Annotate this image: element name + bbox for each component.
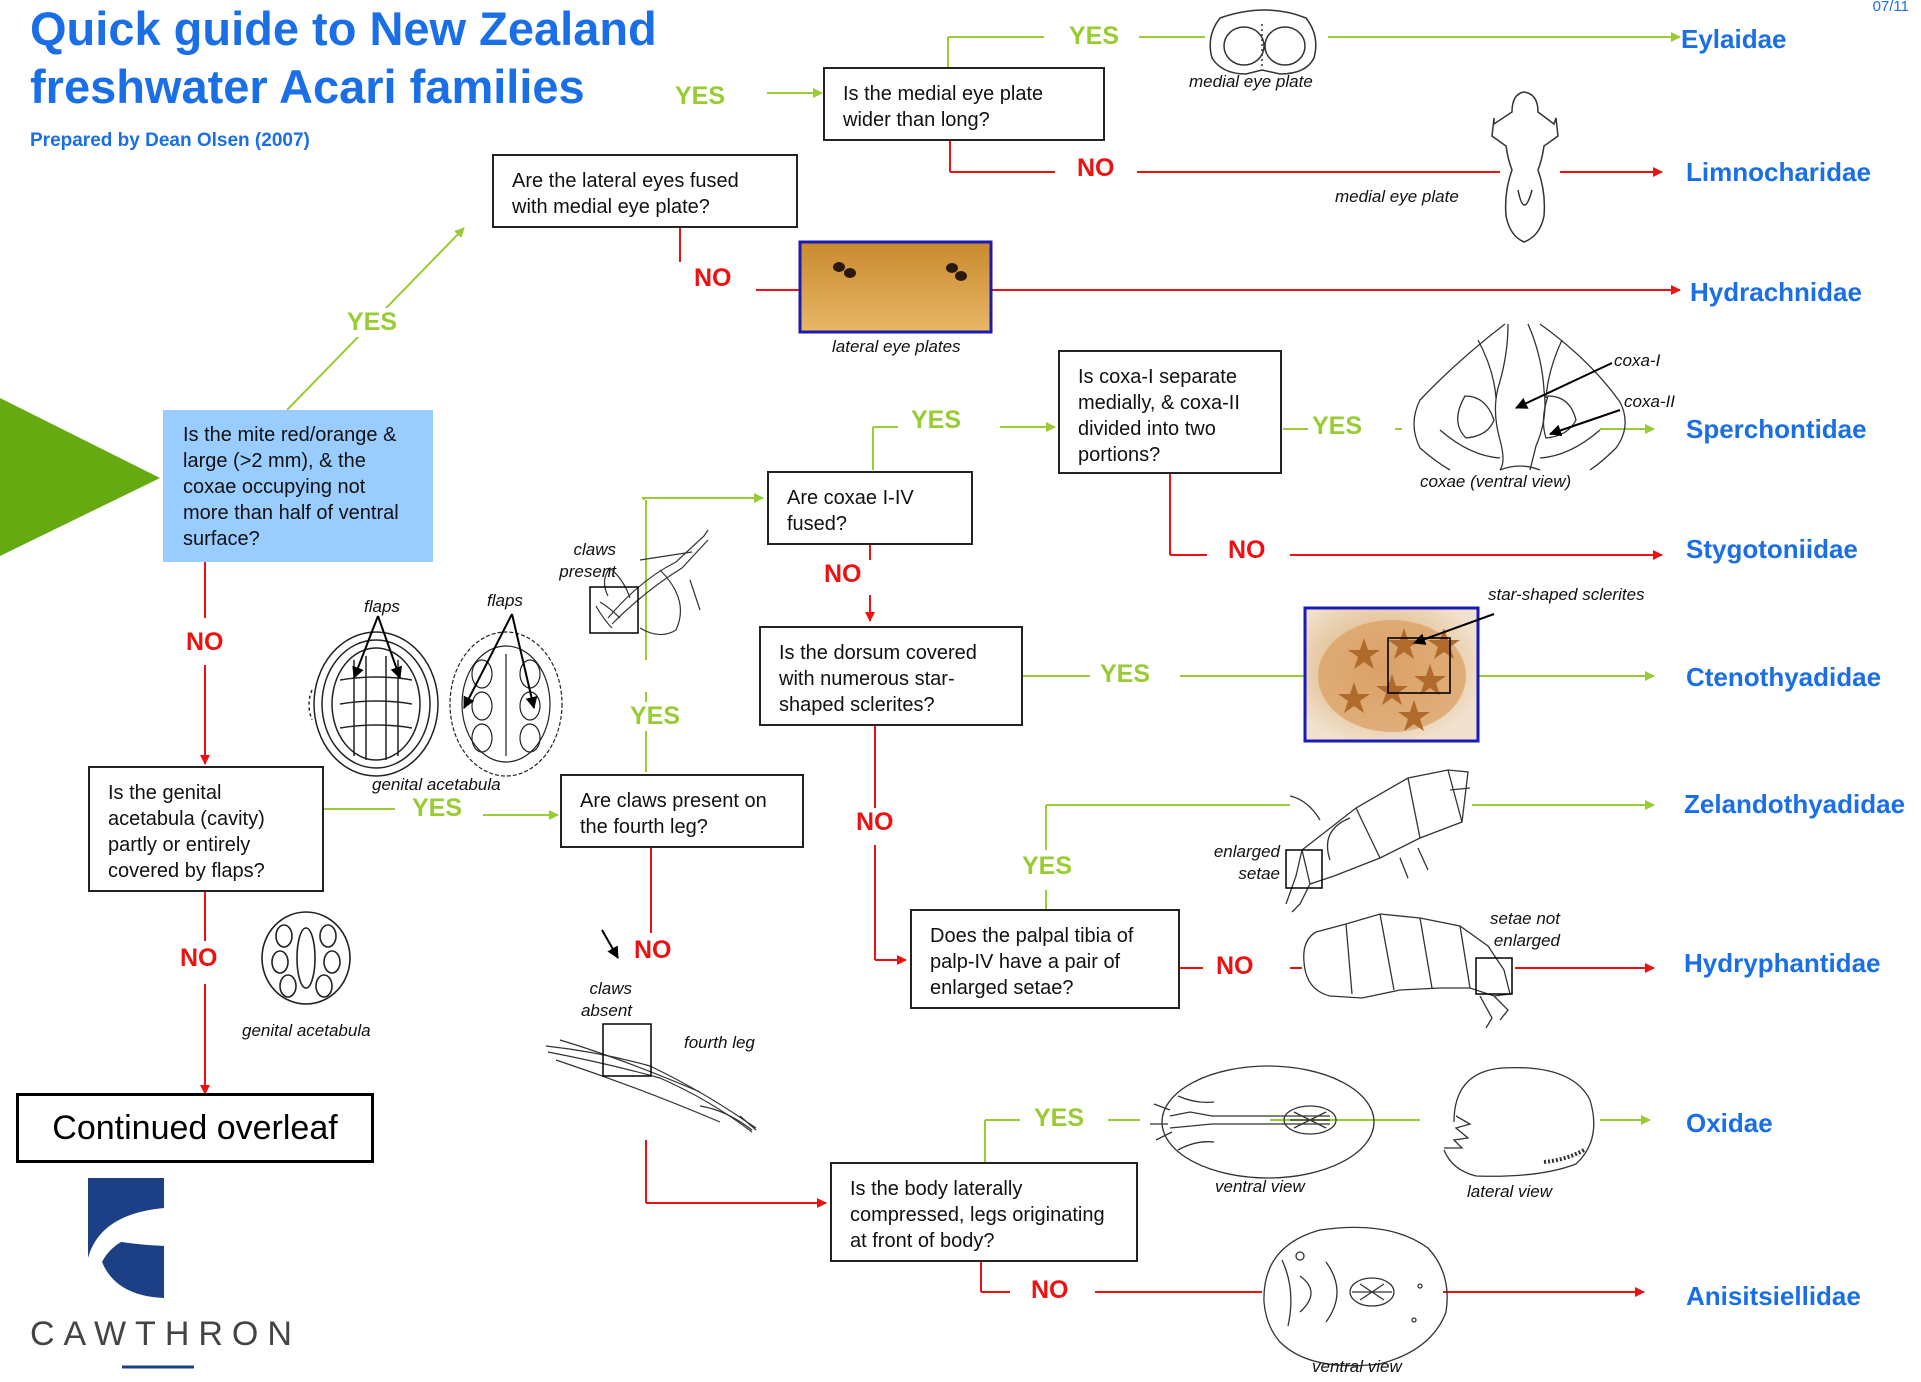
question-palpal-setae: Does the palpal tibia of palp-IV have a … bbox=[910, 909, 1180, 1009]
caption-flaps-1: flaps bbox=[364, 597, 400, 616]
caption-ventral-view-1: ventral view bbox=[1215, 1177, 1305, 1196]
cawthron-logo-icon bbox=[88, 1178, 164, 1302]
no-label-genital: NO bbox=[176, 944, 222, 973]
question-lateral-eyes: Are the lateral eyes fused with medial e… bbox=[492, 154, 798, 228]
lateral-eye-photo bbox=[798, 240, 993, 334]
no-label-claws: NO bbox=[630, 936, 676, 965]
genital-flaps-icon-1 bbox=[308, 631, 439, 777]
continued-overleaf-box: Continued overleaf bbox=[16, 1093, 374, 1163]
yes-label-lateral-eyes: YES bbox=[671, 82, 730, 111]
caption-setae-not-enlarged: setae not enlarged bbox=[1490, 909, 1560, 950]
caption-coxa-i: coxa-I bbox=[1614, 351, 1661, 370]
question-coxae-fused: Are coxae I-IV fused? bbox=[767, 471, 973, 545]
genital-flaps-icon-2 bbox=[449, 631, 563, 777]
no-label-dorsum: NO bbox=[852, 808, 898, 837]
page-title: Quick guide to New Zealand freshwater Ac… bbox=[30, 0, 657, 116]
caption-fourth-leg: fourth leg bbox=[684, 1033, 755, 1052]
star-sclerites-photo bbox=[1303, 606, 1495, 743]
claws-present-leg-icon bbox=[595, 529, 709, 636]
no-label-coxa-separate: NO bbox=[1224, 536, 1270, 565]
family-anisitsiellidae: Anisitsiellidae bbox=[1686, 1281, 1861, 1311]
family-hydryphantidae: Hydryphantidae bbox=[1684, 948, 1881, 978]
title-line-2: freshwater Acari families bbox=[30, 60, 585, 113]
subtitle: Prepared by Dean Olsen (2007) bbox=[30, 130, 310, 151]
caption-lateral-eye-plates: lateral eye plates bbox=[832, 337, 961, 356]
question-medial-eye-plate: Is the medial eye plate wider than long? bbox=[823, 67, 1105, 141]
yes-label-claws: YES bbox=[626, 702, 685, 731]
caption-coxa-ii: coxa-II bbox=[1624, 392, 1676, 411]
no-label-medial-plate: NO bbox=[1073, 154, 1119, 183]
coxae-ventral-icon bbox=[1413, 323, 1626, 471]
no-label-palpal: NO bbox=[1212, 952, 1258, 981]
oxidae-ventral-icon bbox=[1150, 1065, 1375, 1179]
oxidae-lateral-icon bbox=[1443, 1066, 1595, 1177]
question-body-compressed: Is the body laterally compressed, legs o… bbox=[830, 1162, 1138, 1262]
family-hydrachnidae: Hydrachnidae bbox=[1690, 277, 1862, 307]
caption-flaps-2: flaps bbox=[487, 591, 523, 610]
question-coxa-separate: Is coxa-I separate medially, & coxa-II d… bbox=[1058, 350, 1282, 474]
caption-medial-eye-plate-1: medial eye plate bbox=[1189, 72, 1313, 91]
no-label-coxae-fused: NO bbox=[820, 560, 866, 589]
caption-lateral-view: lateral view bbox=[1467, 1182, 1553, 1201]
yes-label-genital: YES bbox=[408, 794, 467, 823]
family-zelandothyadidae: Zelandothyadidae bbox=[1684, 789, 1906, 819]
family-sperchontidae: Sperchontidae bbox=[1686, 414, 1867, 444]
caption-medial-eye-plate-2: medial eye plate bbox=[1335, 187, 1459, 206]
no-label-body: NO bbox=[1027, 1276, 1073, 1305]
caption-genital-acetabula-1: genital acetabula bbox=[372, 775, 501, 794]
limnocharidae-eye-plate-icon bbox=[1491, 91, 1559, 243]
caption-genital-acetabula-2: genital acetabula bbox=[242, 1021, 371, 1040]
setae-not-enlarged-palp-icon bbox=[1303, 913, 1511, 1029]
question-dorsum-sclerites: Is the dorsum covered with numerous star… bbox=[759, 626, 1023, 726]
no-label-start: NO bbox=[182, 628, 228, 657]
caption-claws-absent: claws absent bbox=[580, 979, 632, 1020]
yes-label-palpal: YES bbox=[1018, 852, 1077, 881]
family-eylaidae: Eylaidae bbox=[1681, 24, 1787, 54]
genital-acetabula-icon bbox=[261, 911, 351, 1005]
start-arrow-icon bbox=[0, 398, 160, 556]
caption-star-shaped-sclerites: star-shaped sclerites bbox=[1488, 585, 1645, 604]
yes-label-body: YES bbox=[1030, 1104, 1089, 1133]
family-limnocharidae: Limnocharidae bbox=[1686, 157, 1871, 187]
title-line-1: Quick guide to New Zealand bbox=[30, 2, 657, 55]
no-label-lateral-eyes: NO bbox=[690, 264, 736, 293]
yes-label-dorsum: YES bbox=[1096, 660, 1155, 689]
fourth-leg-icon bbox=[545, 1039, 757, 1133]
question-claws-fourth-leg: Are claws present on the fourth leg? bbox=[560, 774, 804, 848]
enlarged-setae-palp-icon bbox=[1285, 769, 1471, 913]
yes-label-start: YES bbox=[343, 308, 402, 337]
family-stygotoniidae: Stygotoniidae bbox=[1686, 534, 1858, 564]
caption-claws-present: claws present bbox=[559, 540, 616, 581]
yes-label-medial-plate: YES bbox=[1065, 22, 1124, 51]
caption-coxae-ventral: coxae (ventral view) bbox=[1420, 472, 1572, 491]
yes-label-coxae-fused: YES bbox=[907, 406, 966, 435]
anisitsiellidae-ventral-icon bbox=[1263, 1226, 1448, 1367]
family-oxidae: Oxidae bbox=[1686, 1108, 1773, 1138]
family-ctenothyadidae: Ctenothyadidae bbox=[1686, 662, 1882, 692]
caption-enlarged-setae: enlarged setae bbox=[1213, 842, 1280, 883]
yes-label-coxa-separate: YES bbox=[1308, 412, 1367, 441]
caption-ventral-view-2: ventral view bbox=[1312, 1357, 1402, 1376]
question-genital-flaps: Is the genital acetabula (cavity) partly… bbox=[88, 766, 324, 892]
eylaidae-eye-plate-icon bbox=[1209, 9, 1317, 75]
question-start: Is the mite red/orange & large (>2 mm), … bbox=[163, 410, 433, 562]
page-number: 07/11 bbox=[1872, 0, 1909, 15]
logo-text: CAWTHRON bbox=[30, 1315, 301, 1353]
